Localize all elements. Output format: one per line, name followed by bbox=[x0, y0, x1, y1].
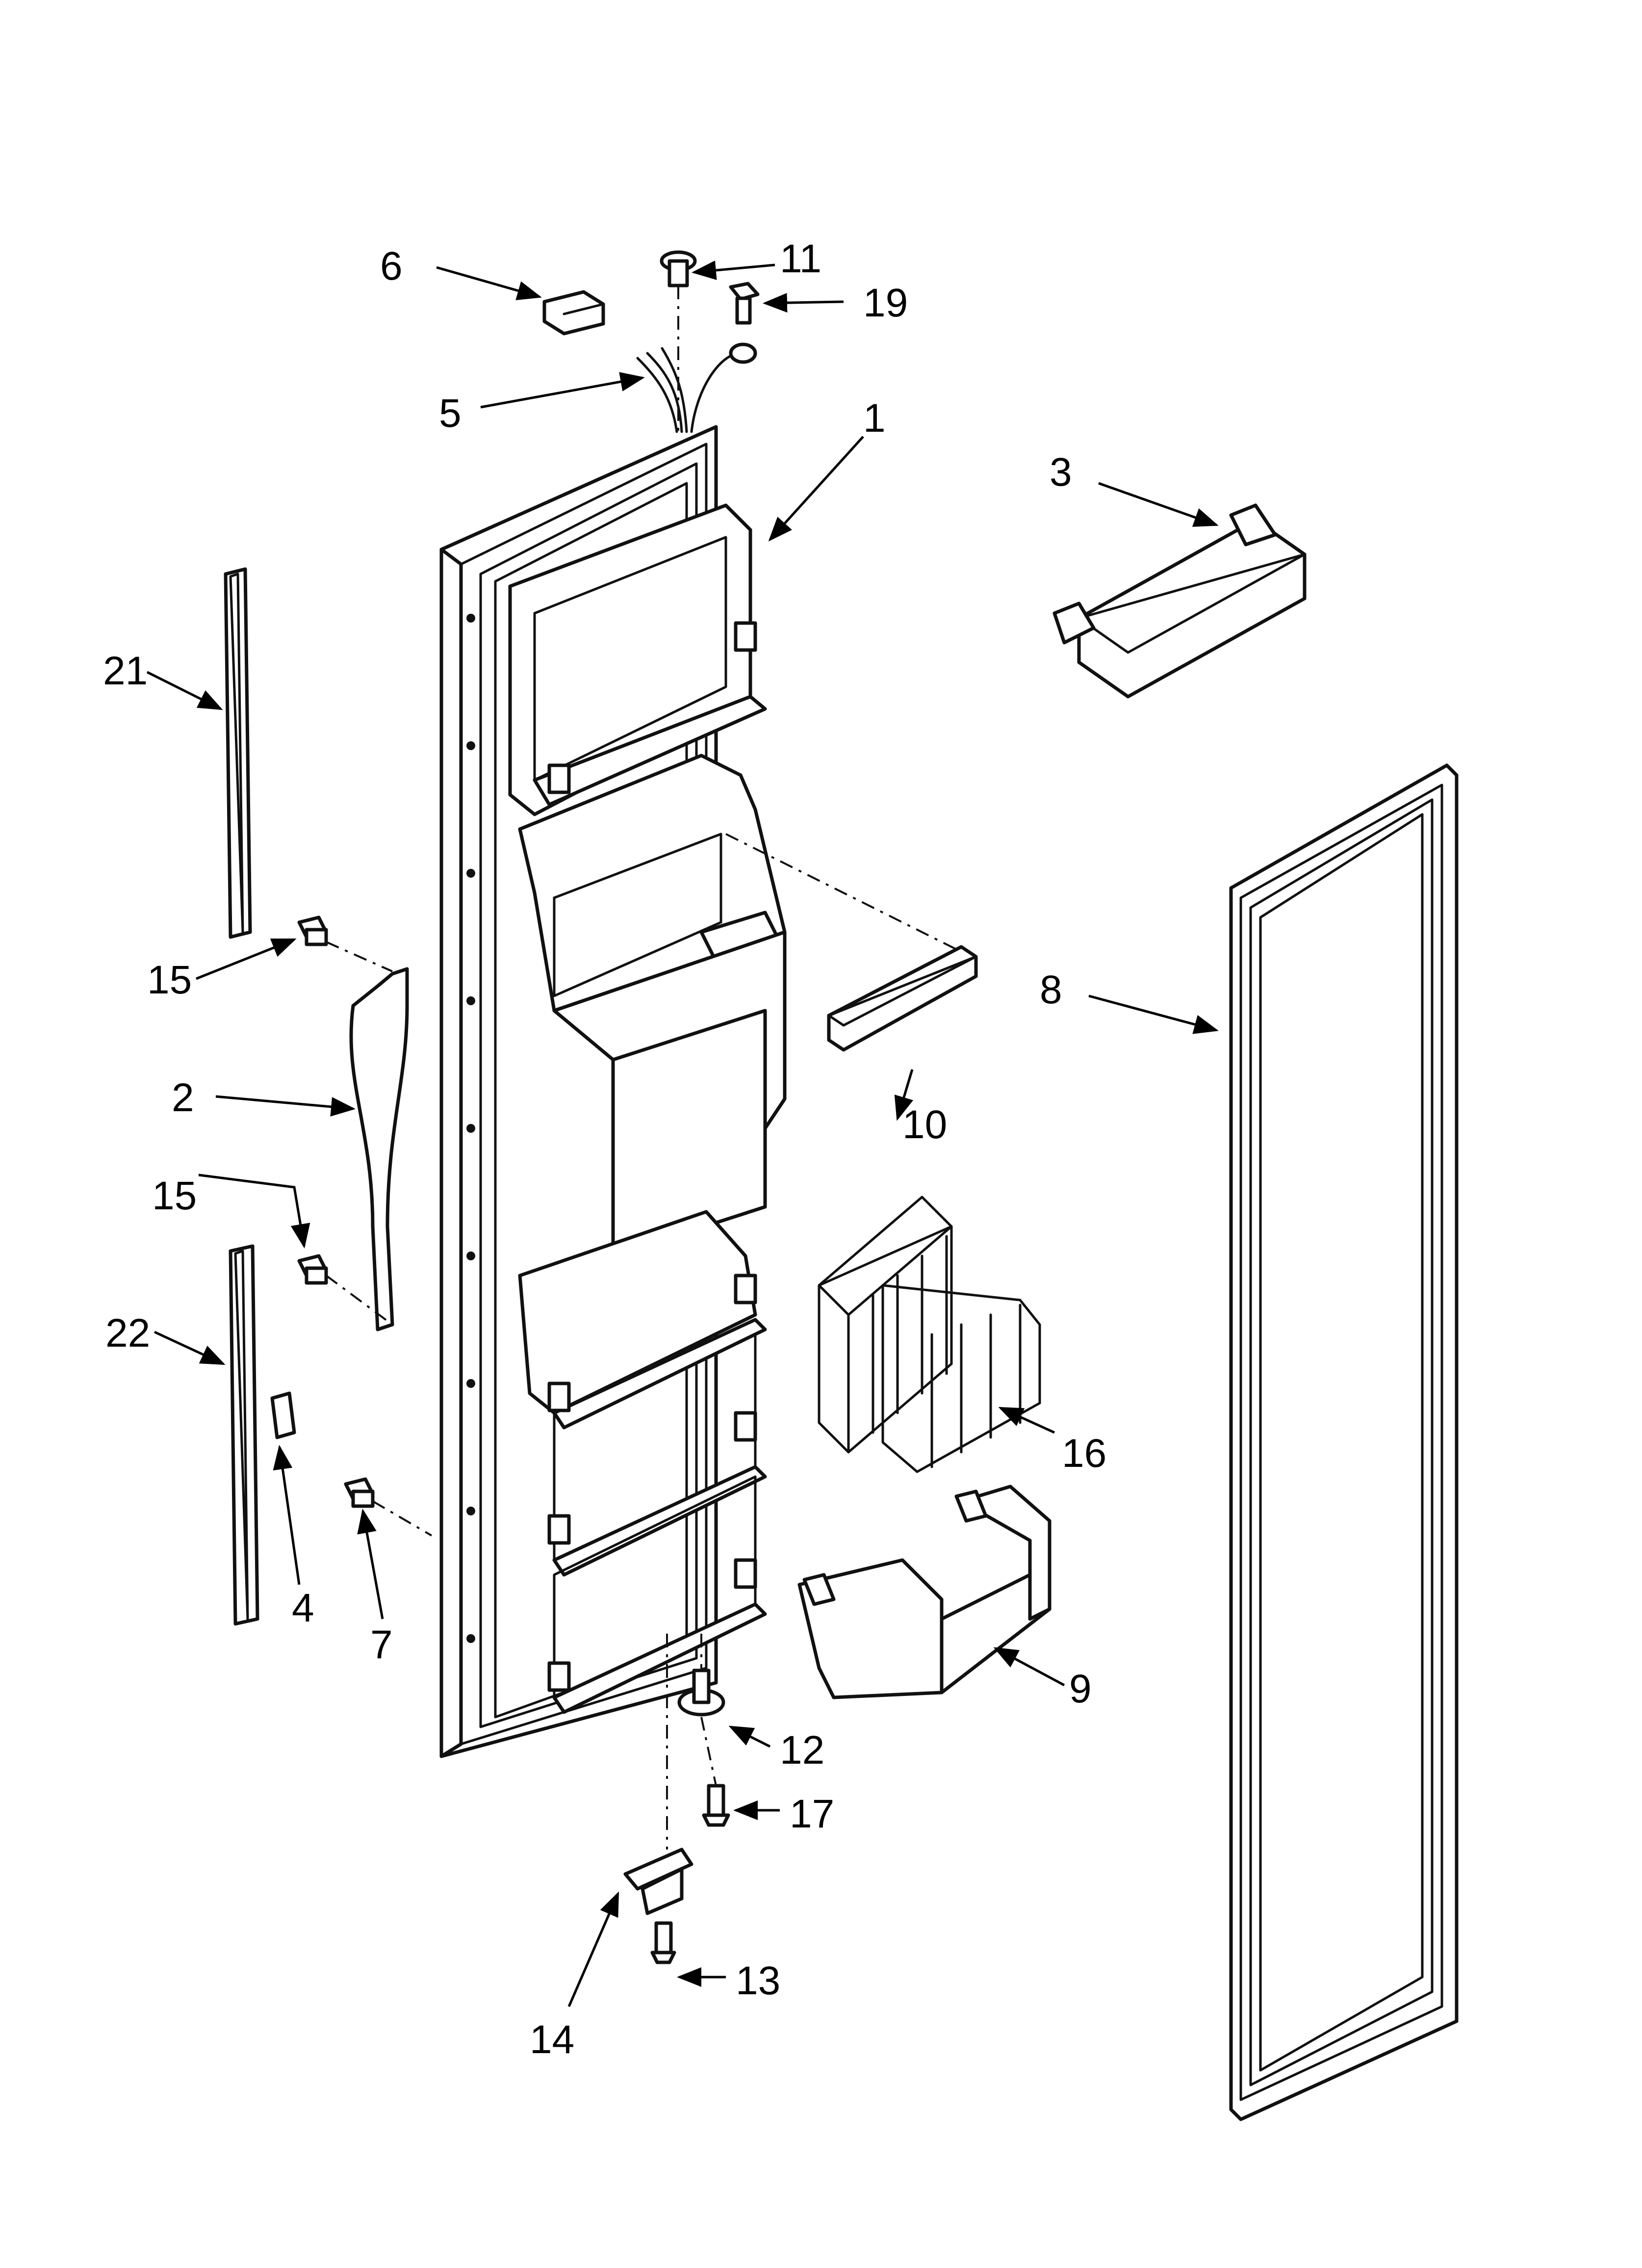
hinge-pin-part-12 bbox=[677, 1634, 725, 1717]
callout-15-lower: 15 bbox=[152, 1173, 197, 1218]
callout-8: 8 bbox=[1040, 967, 1062, 1012]
callout-19: 19 bbox=[863, 281, 908, 325]
hinge-bracket-part-14 bbox=[623, 1634, 693, 1915]
callout-labels: 1 2 3 4 5 6 7 8 9 10 11 12 13 14 15 15 1… bbox=[103, 236, 1106, 2062]
callout-9: 9 bbox=[1069, 1667, 1092, 1711]
rail-part-10 bbox=[725, 833, 978, 1052]
callout-17: 17 bbox=[790, 1792, 834, 1836]
screw-part-7 bbox=[344, 1477, 433, 1537]
screw-part-19 bbox=[729, 282, 760, 325]
callout-6: 6 bbox=[380, 244, 403, 288]
callout-7: 7 bbox=[370, 1622, 393, 1667]
callout-2: 2 bbox=[172, 1075, 194, 1120]
callout-3: 3 bbox=[1050, 450, 1072, 495]
callout-5: 5 bbox=[439, 391, 462, 436]
callout-11: 11 bbox=[780, 236, 821, 281]
callout-12: 12 bbox=[780, 1728, 824, 1773]
callout-1: 1 bbox=[863, 396, 886, 441]
trim-part-21 bbox=[224, 567, 252, 939]
callout-4: 4 bbox=[292, 1586, 314, 1630]
trim-part-22 bbox=[229, 1244, 259, 1626]
door-bin-part-9 bbox=[797, 1485, 1052, 1699]
door-shelf-rail-part-3 bbox=[1052, 503, 1307, 699]
bracket-part-4 bbox=[270, 1391, 296, 1439]
callout-14: 14 bbox=[530, 2017, 574, 2062]
screw-part-15-upper bbox=[297, 915, 328, 946]
door-edge-holes bbox=[466, 614, 475, 1643]
wire-basket-part-16 bbox=[818, 1196, 1041, 1473]
callout-15-upper: 15 bbox=[147, 958, 192, 1002]
screw-part-17 bbox=[700, 1717, 730, 1827]
freezer-door-panel bbox=[439, 342, 787, 1758]
wire-connector-part-6 bbox=[542, 290, 605, 336]
callout-16: 16 bbox=[1062, 1431, 1106, 1476]
door-handle-part-2 bbox=[325, 941, 409, 1331]
callout-10: 10 bbox=[902, 1102, 947, 1147]
plug-part-11 bbox=[660, 250, 697, 432]
screw-part-15-lower bbox=[297, 1254, 328, 1285]
leader-arrows bbox=[146, 261, 1219, 2007]
callout-22: 22 bbox=[105, 1311, 150, 1356]
callout-21: 21 bbox=[103, 649, 148, 693]
callout-13: 13 bbox=[736, 1958, 780, 2003]
screw-part-13 bbox=[650, 1921, 676, 1964]
door-gasket-part-8 bbox=[1229, 763, 1459, 2121]
